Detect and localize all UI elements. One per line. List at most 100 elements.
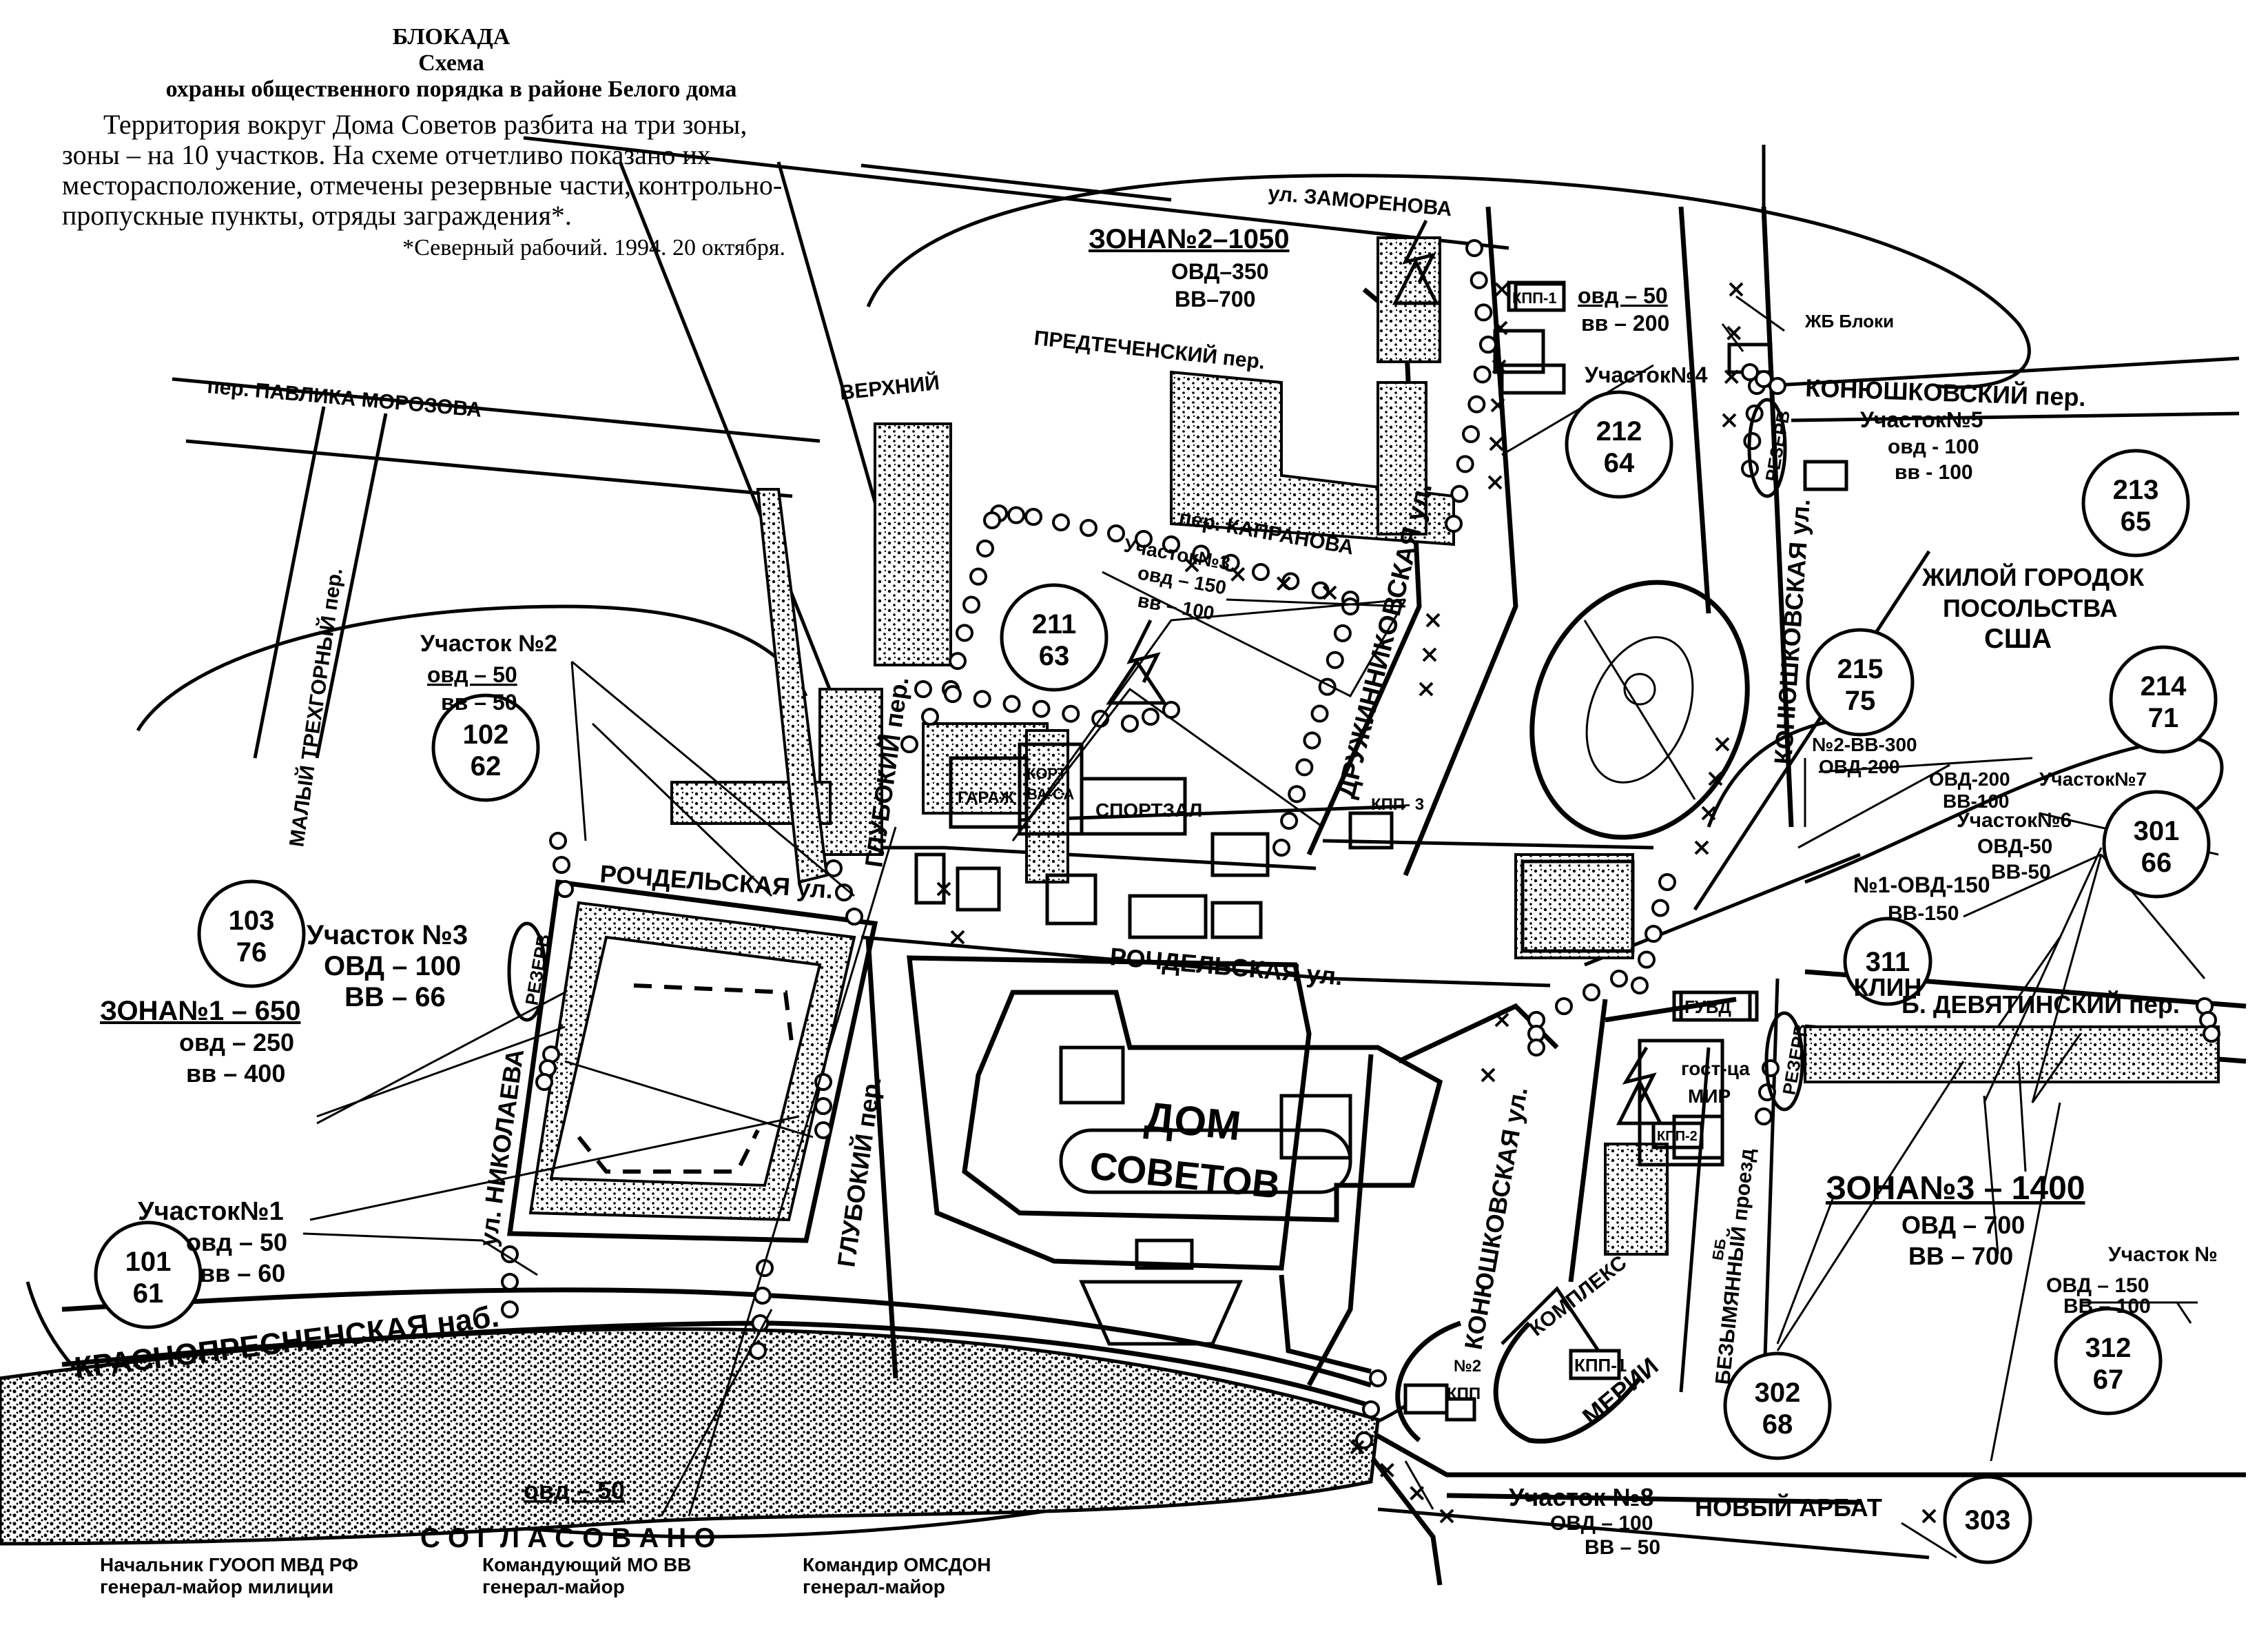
street-novy-arbat: НОВЫЙ АРБАТ xyxy=(1695,1493,1882,1522)
barrier-cross xyxy=(1726,325,1742,340)
embassy-label-3: США xyxy=(1984,624,2052,654)
cordon-post xyxy=(1272,839,1290,857)
section-circle-number: 101 xyxy=(125,1247,172,1277)
embassy-label-1: ЖИЛОЙ ГОРОДОК xyxy=(1921,562,2145,591)
kort-label-2: ВА-СА xyxy=(1027,786,1074,803)
section2-title: Участок №2 xyxy=(420,631,557,657)
section-circle-count: 66 xyxy=(2141,848,2172,878)
section-circle-count: 76 xyxy=(236,937,267,968)
section9-title: Участок № xyxy=(2108,1243,2218,1266)
section8-vv: ВВ – 50 xyxy=(1585,1536,1660,1559)
cordon-post xyxy=(1527,1039,1545,1056)
cordon-post xyxy=(1743,432,1762,450)
barrier-crosses xyxy=(936,282,1978,1531)
cordon-post xyxy=(1445,515,1463,533)
zone1-vv: вв – 400 xyxy=(186,1059,285,1087)
street-predtechensky: ПРЕДТЕЧЕНСКИЙ пер. xyxy=(1033,326,1266,374)
section2-vv: вв – 50 xyxy=(441,690,517,715)
cordon-post xyxy=(1333,624,1352,642)
barrier-cross xyxy=(1422,647,1437,662)
cordon-post xyxy=(1769,377,1786,395)
cordon-post xyxy=(1162,701,1180,719)
barrier-cross xyxy=(1921,1509,1937,1524)
section-circle-number: 102 xyxy=(463,719,509,750)
cordon-post xyxy=(900,735,918,753)
barrier-cross xyxy=(1715,737,1730,752)
barrier-cross xyxy=(1322,585,1337,600)
n2-label-1: №2-ВВ-300 xyxy=(1812,734,1917,755)
map-source: *Северный рабочий. 1994. 20 октября. xyxy=(402,235,785,260)
map-subtitle-1: Схема xyxy=(418,50,484,76)
barrier-cross xyxy=(1494,282,1509,297)
section-circle-number: 211 xyxy=(1032,609,1077,640)
section3-vv: ВВ – 66 xyxy=(344,982,446,1012)
section2-ovd: овд – 50 xyxy=(427,662,517,687)
street-konyushkovskaya-top: КОНЮШКОВСКАЯ ул. xyxy=(1769,498,1815,765)
cordon-post xyxy=(1474,303,1493,322)
cordon-post xyxy=(1107,524,1125,542)
section6-ovd: ОВД-50 xyxy=(1977,835,2052,858)
klin-label: КЛИН xyxy=(1853,973,1921,1001)
barrier-cross xyxy=(1494,1012,1509,1028)
barrier-cross xyxy=(1276,576,1291,591)
cordon-post xyxy=(1280,812,1299,830)
section-circle-number: 301 xyxy=(2134,816,2180,846)
cordon-post xyxy=(1755,370,1773,388)
section-circle-number: 303 xyxy=(1965,1505,2011,1535)
cordon-post xyxy=(549,832,567,850)
dom-sovetov-label-2: СОВЕТОВ xyxy=(1088,1143,1282,1207)
reserve-label-2: РЕЗЕРВ xyxy=(1761,409,1794,483)
zone2-title: ЗОНА№2–1050 xyxy=(1089,224,1289,254)
barrier-cross xyxy=(1439,1509,1454,1524)
zone1-title: ЗОНА№1 – 650 xyxy=(100,996,300,1026)
cordon-post xyxy=(943,685,962,704)
barrier-cross xyxy=(936,881,951,897)
kpp2a-label: №2 xyxy=(1454,1357,1481,1376)
agreed-label: С О Г Л А С О В А Н О xyxy=(420,1523,716,1553)
section4-vv: вв – 200 xyxy=(1581,311,1669,336)
street-glubokiy-bottom: ГЛУБОКИЙ пер. xyxy=(831,1074,886,1269)
barrier-cross xyxy=(1350,1440,1365,1455)
cordon-post xyxy=(535,1073,553,1091)
section7-ovd: ОВД-200 xyxy=(1929,768,2010,790)
section-circle-number: 103 xyxy=(229,906,275,936)
kpp1b-label: КПП-1 xyxy=(1574,1355,1627,1376)
cordon-post xyxy=(553,856,570,874)
cordon-post xyxy=(1080,519,1097,537)
zone3-title: ЗОНА№3 – 1400 xyxy=(1826,1170,2085,1207)
section-circle: 303 xyxy=(1943,1475,2032,1564)
cordon-post xyxy=(962,595,980,614)
street-rochdelskaya-center: РОЧДЕЛЬСКАЯ ул. xyxy=(1109,942,1343,990)
cordon-post xyxy=(1221,553,1240,572)
cordon-post xyxy=(1651,899,1669,917)
cordon-post xyxy=(956,624,973,642)
cordon-post xyxy=(1362,1400,1380,1418)
barrier-cross xyxy=(1184,558,1199,573)
cordon-post xyxy=(1470,271,1488,289)
section9-ovd: ОВД – 150 xyxy=(2046,1274,2149,1297)
section6-vv: ВВ-50 xyxy=(1991,861,2051,883)
section7-vv: ВВ-100 xyxy=(1943,790,2009,812)
cordon-post xyxy=(1062,704,1080,723)
kpp3-label: КПП- 3 xyxy=(1371,795,1424,814)
map-title: БЛОКАДА xyxy=(392,24,511,50)
barrier-cross xyxy=(1489,436,1504,451)
cordon-post xyxy=(1467,395,1486,413)
hotel-label-1: гост-ца xyxy=(1681,1058,1750,1079)
street-konyushkovsky: КОНЮШКОВСКИЙ пер. xyxy=(1805,373,2087,411)
cordon-post xyxy=(825,859,843,877)
barrier-cross xyxy=(1379,1462,1394,1478)
section-circle-count: 63 xyxy=(1039,641,1070,671)
barrier-cross xyxy=(1722,413,1737,428)
cordon-post xyxy=(983,511,1001,529)
cordon-post xyxy=(845,908,863,926)
section1-title: Участок№1 xyxy=(138,1197,284,1226)
